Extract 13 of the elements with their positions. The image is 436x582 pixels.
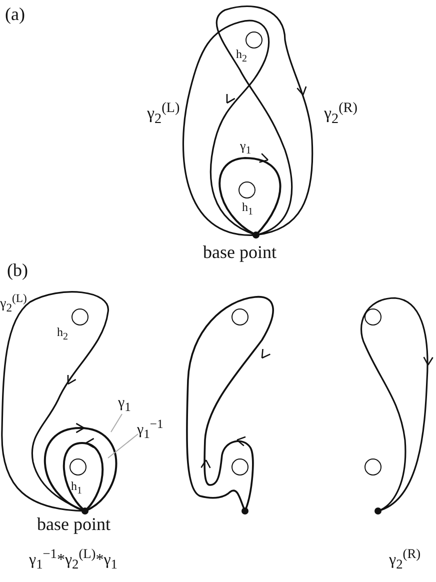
- hole-label: h$_{1}$: [242, 201, 253, 218]
- curve-label: γ$_{1}$: [118, 396, 131, 414]
- formula-label: γ$_{1}$$^{−1}$*γ$_{2}$$^{(L)}$*γ$_{1}$: [29, 547, 118, 571]
- point-label: base point: [203, 243, 276, 261]
- point-label: base point: [37, 515, 110, 533]
- hole-label: h$_{2}$: [57, 326, 68, 342]
- leader-line: [110, 414, 122, 432]
- curve-label: γ$_{1}$: [240, 139, 252, 156]
- panel-label: (a): [5, 5, 25, 23]
- leader-line: [108, 434, 138, 458]
- hole-label: h$_{1}$: [71, 480, 82, 496]
- hole-label: h$_{2}$: [236, 48, 247, 64]
- panel-label: (b): [7, 261, 28, 279]
